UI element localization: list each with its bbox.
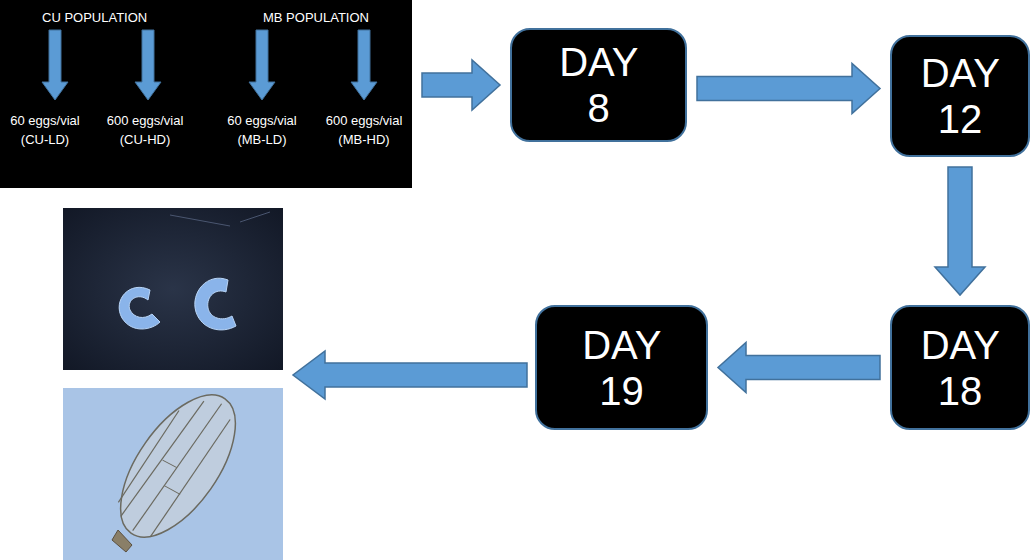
day-label: DAY 18 bbox=[921, 322, 1000, 414]
block-arrow bbox=[697, 64, 880, 114]
day-box: DAY 19 bbox=[535, 305, 708, 430]
down-arrow bbox=[42, 30, 68, 100]
density-label: 60 eggs/vial (CU-LD) bbox=[0, 112, 93, 150]
organ-photo bbox=[63, 208, 283, 370]
down-arrow bbox=[135, 30, 161, 100]
population-label: CU POPULATION bbox=[42, 10, 147, 25]
density-label: 600 eggs/vial (MB-HD) bbox=[316, 112, 412, 150]
density-label: 60 eggs/vial (MB-LD) bbox=[214, 112, 310, 150]
block-arrow bbox=[718, 343, 880, 393]
wing-photo bbox=[63, 376, 283, 560]
day-label: DAY 8 bbox=[559, 39, 638, 131]
day-label: DAY 12 bbox=[921, 50, 1000, 142]
population-panel: CU POPULATION MB POPULATION 60 eggs/vial (… bbox=[0, 0, 412, 188]
block-arrow bbox=[422, 60, 500, 110]
day-box: DAY 18 bbox=[890, 305, 1030, 430]
down-arrow bbox=[351, 30, 377, 100]
block-arrow bbox=[293, 351, 527, 399]
down-arrow bbox=[249, 30, 275, 100]
day-label: DAY 19 bbox=[582, 322, 661, 414]
panel-arrows bbox=[0, 0, 412, 188]
population-label: MB POPULATION bbox=[263, 10, 369, 25]
block-arrow bbox=[935, 167, 985, 295]
density-label: 600 eggs/vial (CU-HD) bbox=[97, 112, 193, 150]
day-box: DAY 12 bbox=[890, 35, 1030, 157]
day-box: DAY 8 bbox=[510, 28, 687, 142]
